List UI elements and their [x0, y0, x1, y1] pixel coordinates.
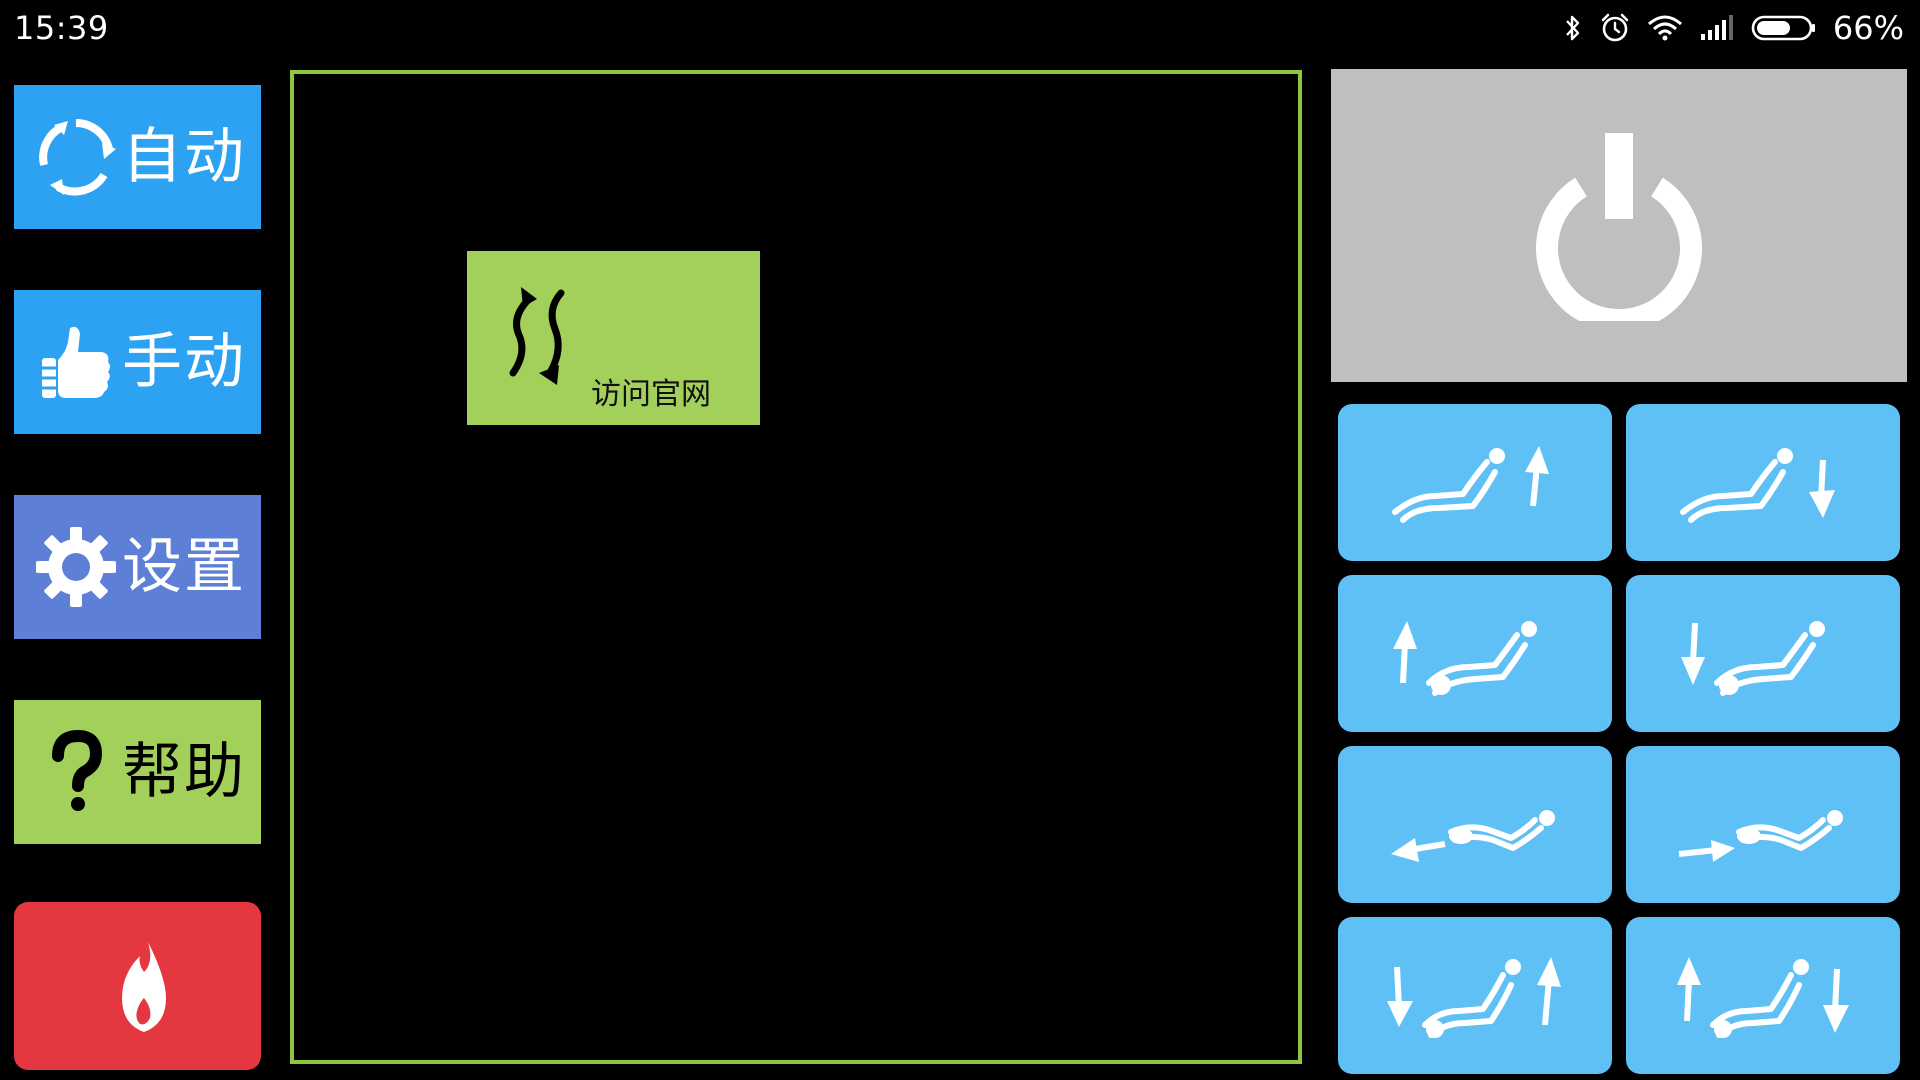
settings-button[interactable]: 设置: [14, 495, 261, 639]
slide-backward-button[interactable]: [1626, 746, 1900, 903]
auto-mode-button[interactable]: 自动: [14, 85, 261, 229]
question-mark-icon: [52, 729, 103, 811]
heat-button[interactable]: [14, 902, 261, 1070]
legrest-down-button[interactable]: [1626, 575, 1900, 732]
status-time: 15:39: [14, 9, 109, 47]
help-label: 帮助: [122, 737, 246, 807]
manual-mode-button[interactable]: 手动: [14, 290, 261, 434]
visit-website-button[interactable]: 访问官网: [467, 251, 760, 425]
slide-backward-icon: [1678, 810, 1843, 862]
settings-label: 设置: [122, 532, 246, 602]
recline-upright-icon: [1677, 957, 1849, 1038]
recline-zero-gravity-icon: [1387, 957, 1561, 1038]
auto-mode-label: 自动: [122, 122, 246, 192]
signal-icon: [1700, 15, 1733, 40]
slide-forward-icon: [1391, 810, 1555, 862]
main-panel: [290, 70, 1302, 1064]
gear-icon: [36, 527, 116, 607]
power-button[interactable]: [1331, 69, 1907, 382]
recline-zero-gravity-button[interactable]: [1338, 917, 1612, 1074]
visit-website-label: 访问官网: [591, 377, 711, 412]
battery-percent: 66%: [1832, 9, 1904, 47]
manual-mode-label: 手动: [122, 327, 246, 397]
slide-forward-button[interactable]: [1338, 746, 1612, 903]
recline-upright-button[interactable]: [1626, 917, 1900, 1074]
backrest-up-icon: [1392, 446, 1549, 523]
flame-icon: [122, 942, 166, 1032]
backrest-up-button[interactable]: [1338, 404, 1612, 561]
legrest-up-button[interactable]: [1338, 575, 1612, 732]
wave-arrows-icon: [509, 287, 565, 385]
alarm-icon: [1601, 13, 1629, 42]
thumbs-up-icon: [42, 326, 110, 398]
legrest-up-icon: [1393, 621, 1537, 696]
backrest-down-button[interactable]: [1626, 404, 1900, 561]
bluetooth-icon: [1565, 15, 1580, 41]
wifi-icon: [1647, 15, 1682, 41]
status-bar: 15:39: [0, 0, 1920, 56]
power-icon: [1536, 133, 1702, 321]
legrest-down-icon: [1681, 621, 1825, 696]
refresh-cycle-icon: [39, 119, 116, 196]
backrest-down-icon: [1680, 448, 1835, 523]
help-button[interactable]: 帮助: [14, 700, 261, 844]
status-icons: 66%: [1563, 6, 1904, 50]
battery-icon: [1751, 15, 1815, 41]
